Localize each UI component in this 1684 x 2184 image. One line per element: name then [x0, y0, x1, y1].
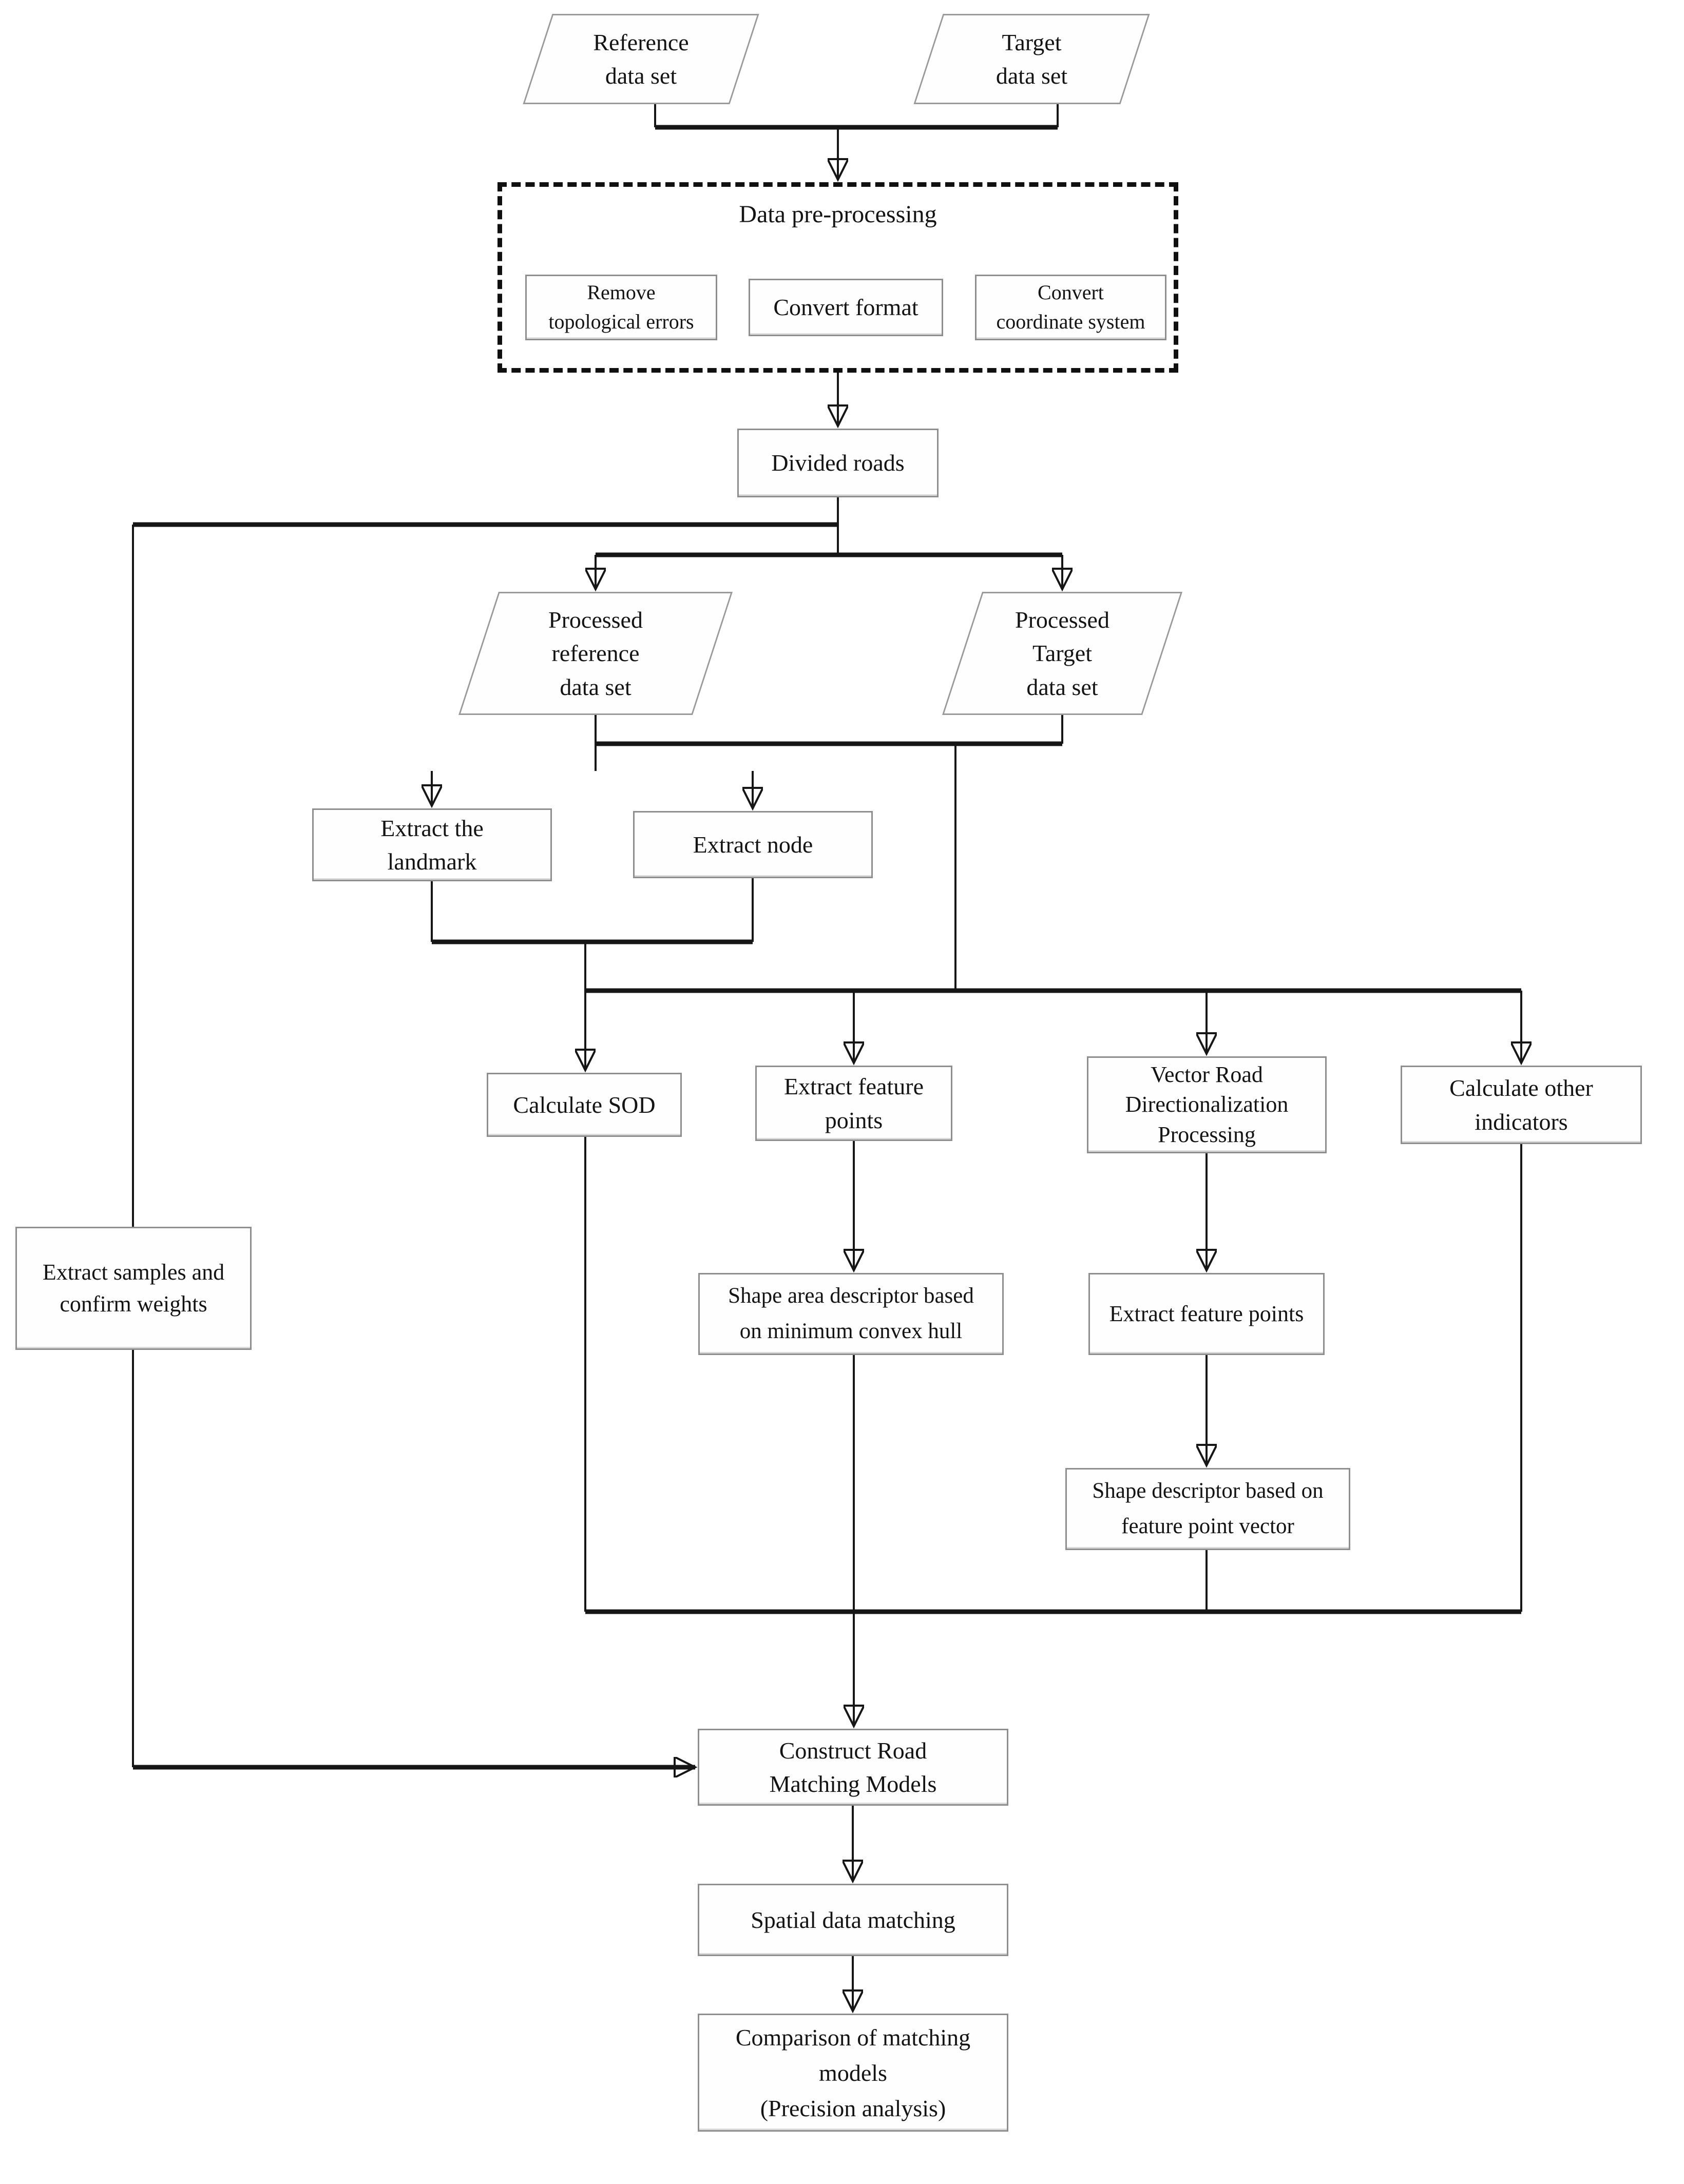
- node-comparison-matching-models: Comparison of matching models (Precision…: [698, 2014, 1008, 2132]
- node-label: Shape descriptor based on feature point …: [1092, 1479, 1324, 1538]
- connectors-junction-bars: [133, 125, 1521, 1614]
- node-label: Calculate SOD: [513, 1091, 656, 1118]
- node-label: Divided roads: [771, 450, 905, 476]
- node-label: Extract the landmark: [380, 815, 484, 875]
- node-remove-topological-errors: Remove topological errors: [525, 275, 717, 340]
- node-divided-roads: Divided roads: [737, 429, 939, 497]
- node-convert-coordinate-system: Convert coordinate system: [975, 275, 1166, 340]
- node-label: Processed reference data set: [548, 607, 643, 700]
- node-processed-reference-data-set: Processed reference data set: [452, 592, 739, 715]
- connectors-arrows: [133, 127, 1521, 2011]
- node-calculate-other-indicators: Calculate other indicators: [1401, 1066, 1642, 1144]
- node-label: Remove topological errors: [548, 281, 694, 333]
- node-extract-the-landmark: Extract the landmark: [312, 808, 552, 881]
- node-construct-road-matching-models: Construct Road Matching Models: [698, 1729, 1008, 1806]
- node-label: Vector Road Directionalization Processin…: [1125, 1062, 1289, 1147]
- node-label: Extract feature points: [784, 1073, 924, 1133]
- group-data-preprocessing: Data pre-processing Remove topological e…: [497, 182, 1178, 373]
- node-processed-target-data-set: Processed Target data set: [935, 592, 1189, 715]
- node-reference-data-set: Reference data set: [511, 14, 771, 104]
- node-shape-area-descriptor: Shape area descriptor based on minimum c…: [698, 1273, 1004, 1355]
- node-label: Processed Target data set: [1015, 607, 1109, 700]
- node-label: Calculate other indicators: [1449, 1075, 1593, 1135]
- node-spatial-data-matching: Spatial data matching: [698, 1884, 1008, 1956]
- group-title: Data pre-processing: [739, 201, 937, 228]
- node-label: Target data set: [996, 29, 1068, 89]
- node-label: Extract node: [693, 831, 813, 858]
- node-label: Shape area descriptor based on minimum c…: [728, 1284, 974, 1343]
- node-vector-road-directionalization: Vector Road Directionalization Processin…: [1087, 1056, 1327, 1153]
- node-calculate-sod: Calculate SOD: [487, 1073, 682, 1137]
- node-label: Extract samples and confirm weights: [42, 1259, 225, 1317]
- node-extract-node: Extract node: [633, 811, 873, 878]
- node-label: Spatial data matching: [751, 1906, 955, 1933]
- node-label: Comparison of matching models (Precision…: [735, 2024, 971, 2121]
- node-target-data-set: Target data set: [902, 14, 1162, 104]
- node-extract-feature-points: Extract feature points: [755, 1066, 952, 1141]
- node-convert-format: Convert format: [749, 279, 943, 336]
- node-label: Convert format: [773, 294, 918, 321]
- node-label: Convert coordinate system: [996, 281, 1145, 333]
- node-label: Construct Road Matching Models: [769, 1737, 937, 1797]
- connectors-plain: [132, 104, 1522, 1767]
- node-label: Extract feature points: [1109, 1301, 1304, 1326]
- node-extract-samples-confirm-weights: Extract samples and confirm weights: [15, 1227, 252, 1350]
- node-label: Reference data set: [593, 29, 689, 89]
- node-extract-feature-points-2: Extract feature points: [1088, 1273, 1325, 1355]
- node-shape-descriptor-feature-vector: Shape descriptor based on feature point …: [1065, 1468, 1350, 1550]
